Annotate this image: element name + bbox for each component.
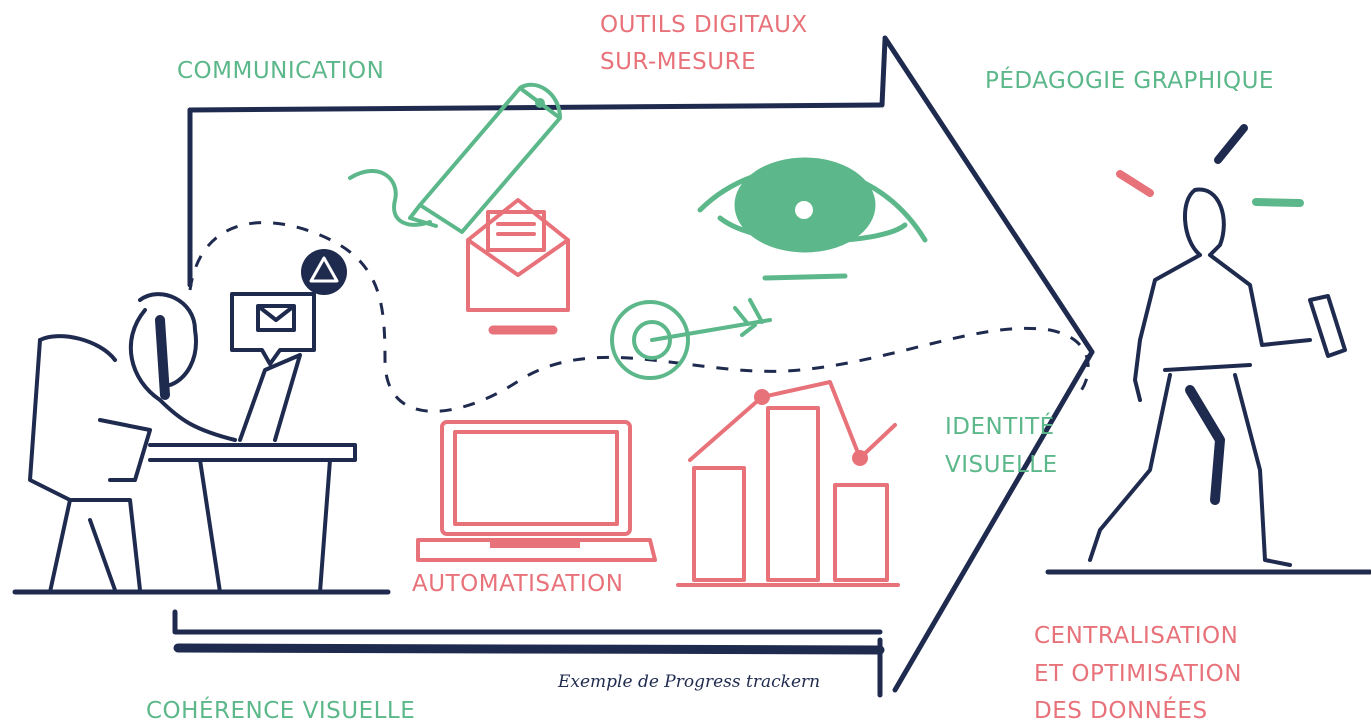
label-centralisation-line1: CENTRALISATION: [1034, 623, 1239, 649]
label-pedagogie-graphique: PÉDAGOGIE GRAPHIQUE: [985, 68, 1274, 94]
envelope-icon: [466, 198, 570, 335]
eye-icon: [697, 157, 928, 281]
bar-chart-icon: [676, 380, 900, 587]
label-identite-line1: IDENTITÉ: [945, 414, 1055, 440]
label-communication: COMMUNICATION: [177, 58, 385, 84]
label-outils-digitaux-line2: SUR-MESURE: [600, 49, 757, 75]
label-centralisation-line3: DES DONNÉES: [1034, 698, 1208, 724]
warning-triangle-icon: [301, 249, 347, 295]
walking-person: [1045, 187, 1371, 575]
caption-text: Exemple de Progress trackern: [558, 672, 821, 692]
accent-rays: [1116, 124, 1304, 207]
dashed-journey-path: [188, 221, 1090, 413]
label-coherence-visuelle: COHÉRENCE VISUELLE: [146, 698, 416, 724]
big-arrow: [172, 35, 1095, 698]
pencil-icon: [348, 82, 562, 234]
label-outils-digitaux-line1: OUTILS DIGITAUX: [600, 12, 808, 38]
label-centralisation-line2: ET OPTIMISATION: [1034, 661, 1242, 687]
target-icon: [610, 298, 772, 380]
laptop-icon: [416, 420, 657, 562]
label-automatisation: AUTOMATISATION: [412, 571, 624, 597]
person-at-desk: [12, 292, 391, 595]
label-identite-line2: VISUELLE: [945, 452, 1058, 478]
mail-bubble-icon: [230, 292, 316, 366]
